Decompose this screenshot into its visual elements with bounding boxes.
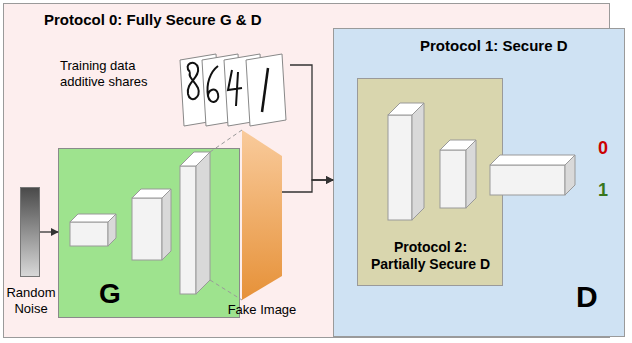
image-plane — [242, 130, 282, 300]
digit-stroke — [207, 66, 218, 102]
training-image — [202, 54, 242, 126]
layer-block — [70, 222, 108, 246]
generator-box: G — [58, 148, 240, 318]
noise-bar: Random Noise — [20, 187, 40, 277]
output-class: 0 — [598, 138, 608, 160]
training-image — [246, 54, 286, 126]
protocol-region: Protocol 2: Partially Secure D — [357, 78, 503, 286]
digit-stroke — [188, 63, 199, 99]
layer-block — [132, 198, 162, 260]
layer-block — [490, 165, 565, 195]
generator-layers — [70, 152, 210, 294]
digit-stroke — [262, 68, 268, 112]
node-caption: Fake Image — [217, 302, 307, 318]
network-letter: D — [576, 279, 616, 315]
connector-arrow — [40, 231, 58, 232]
training-images — [180, 54, 286, 126]
layer-block — [388, 103, 424, 115]
region-title: Protocol 0: Fully Secure G & D — [44, 11, 364, 29]
layer-block — [388, 115, 412, 220]
node-caption: Training data additive shares — [60, 58, 178, 89]
protocol-region: Random NoiseGTraining data additive shar… — [3, 3, 610, 338]
digit-stroke — [228, 70, 242, 106]
projection-line — [210, 130, 242, 152]
node-caption: Random Noise — [1, 285, 61, 316]
connector-arrow — [290, 65, 333, 180]
layer-block — [108, 214, 116, 246]
region-title: Protocol 2: Partially Secure D — [368, 239, 493, 273]
projection-line — [210, 280, 242, 300]
connector-arrow — [282, 180, 333, 192]
layer-block — [440, 150, 466, 208]
fake-image: Fake Image — [242, 130, 282, 300]
image-plane — [242, 130, 282, 300]
projection-lines — [210, 130, 242, 300]
layer-block — [565, 155, 575, 195]
layer-block — [70, 214, 116, 222]
network-letter: G — [99, 277, 139, 311]
layer-block — [490, 155, 575, 165]
discriminator-layers — [388, 103, 575, 220]
layer-block — [440, 140, 476, 150]
training-image — [180, 54, 220, 126]
region-title: Protocol 1: Secure D — [420, 37, 620, 55]
layer-block — [196, 152, 210, 294]
layer-block — [132, 189, 171, 198]
training-data: Training data additive shares — [55, 48, 290, 133]
training-image — [224, 54, 264, 126]
layer-block — [466, 140, 476, 208]
layer-block — [412, 103, 424, 220]
layer-block — [180, 166, 196, 294]
output-class: 1 — [598, 180, 608, 202]
protocol-region: Protocol 2: Partially Secure D Protocol 1… — [333, 28, 625, 337]
layer-block — [162, 189, 171, 260]
layer-block — [180, 152, 210, 166]
